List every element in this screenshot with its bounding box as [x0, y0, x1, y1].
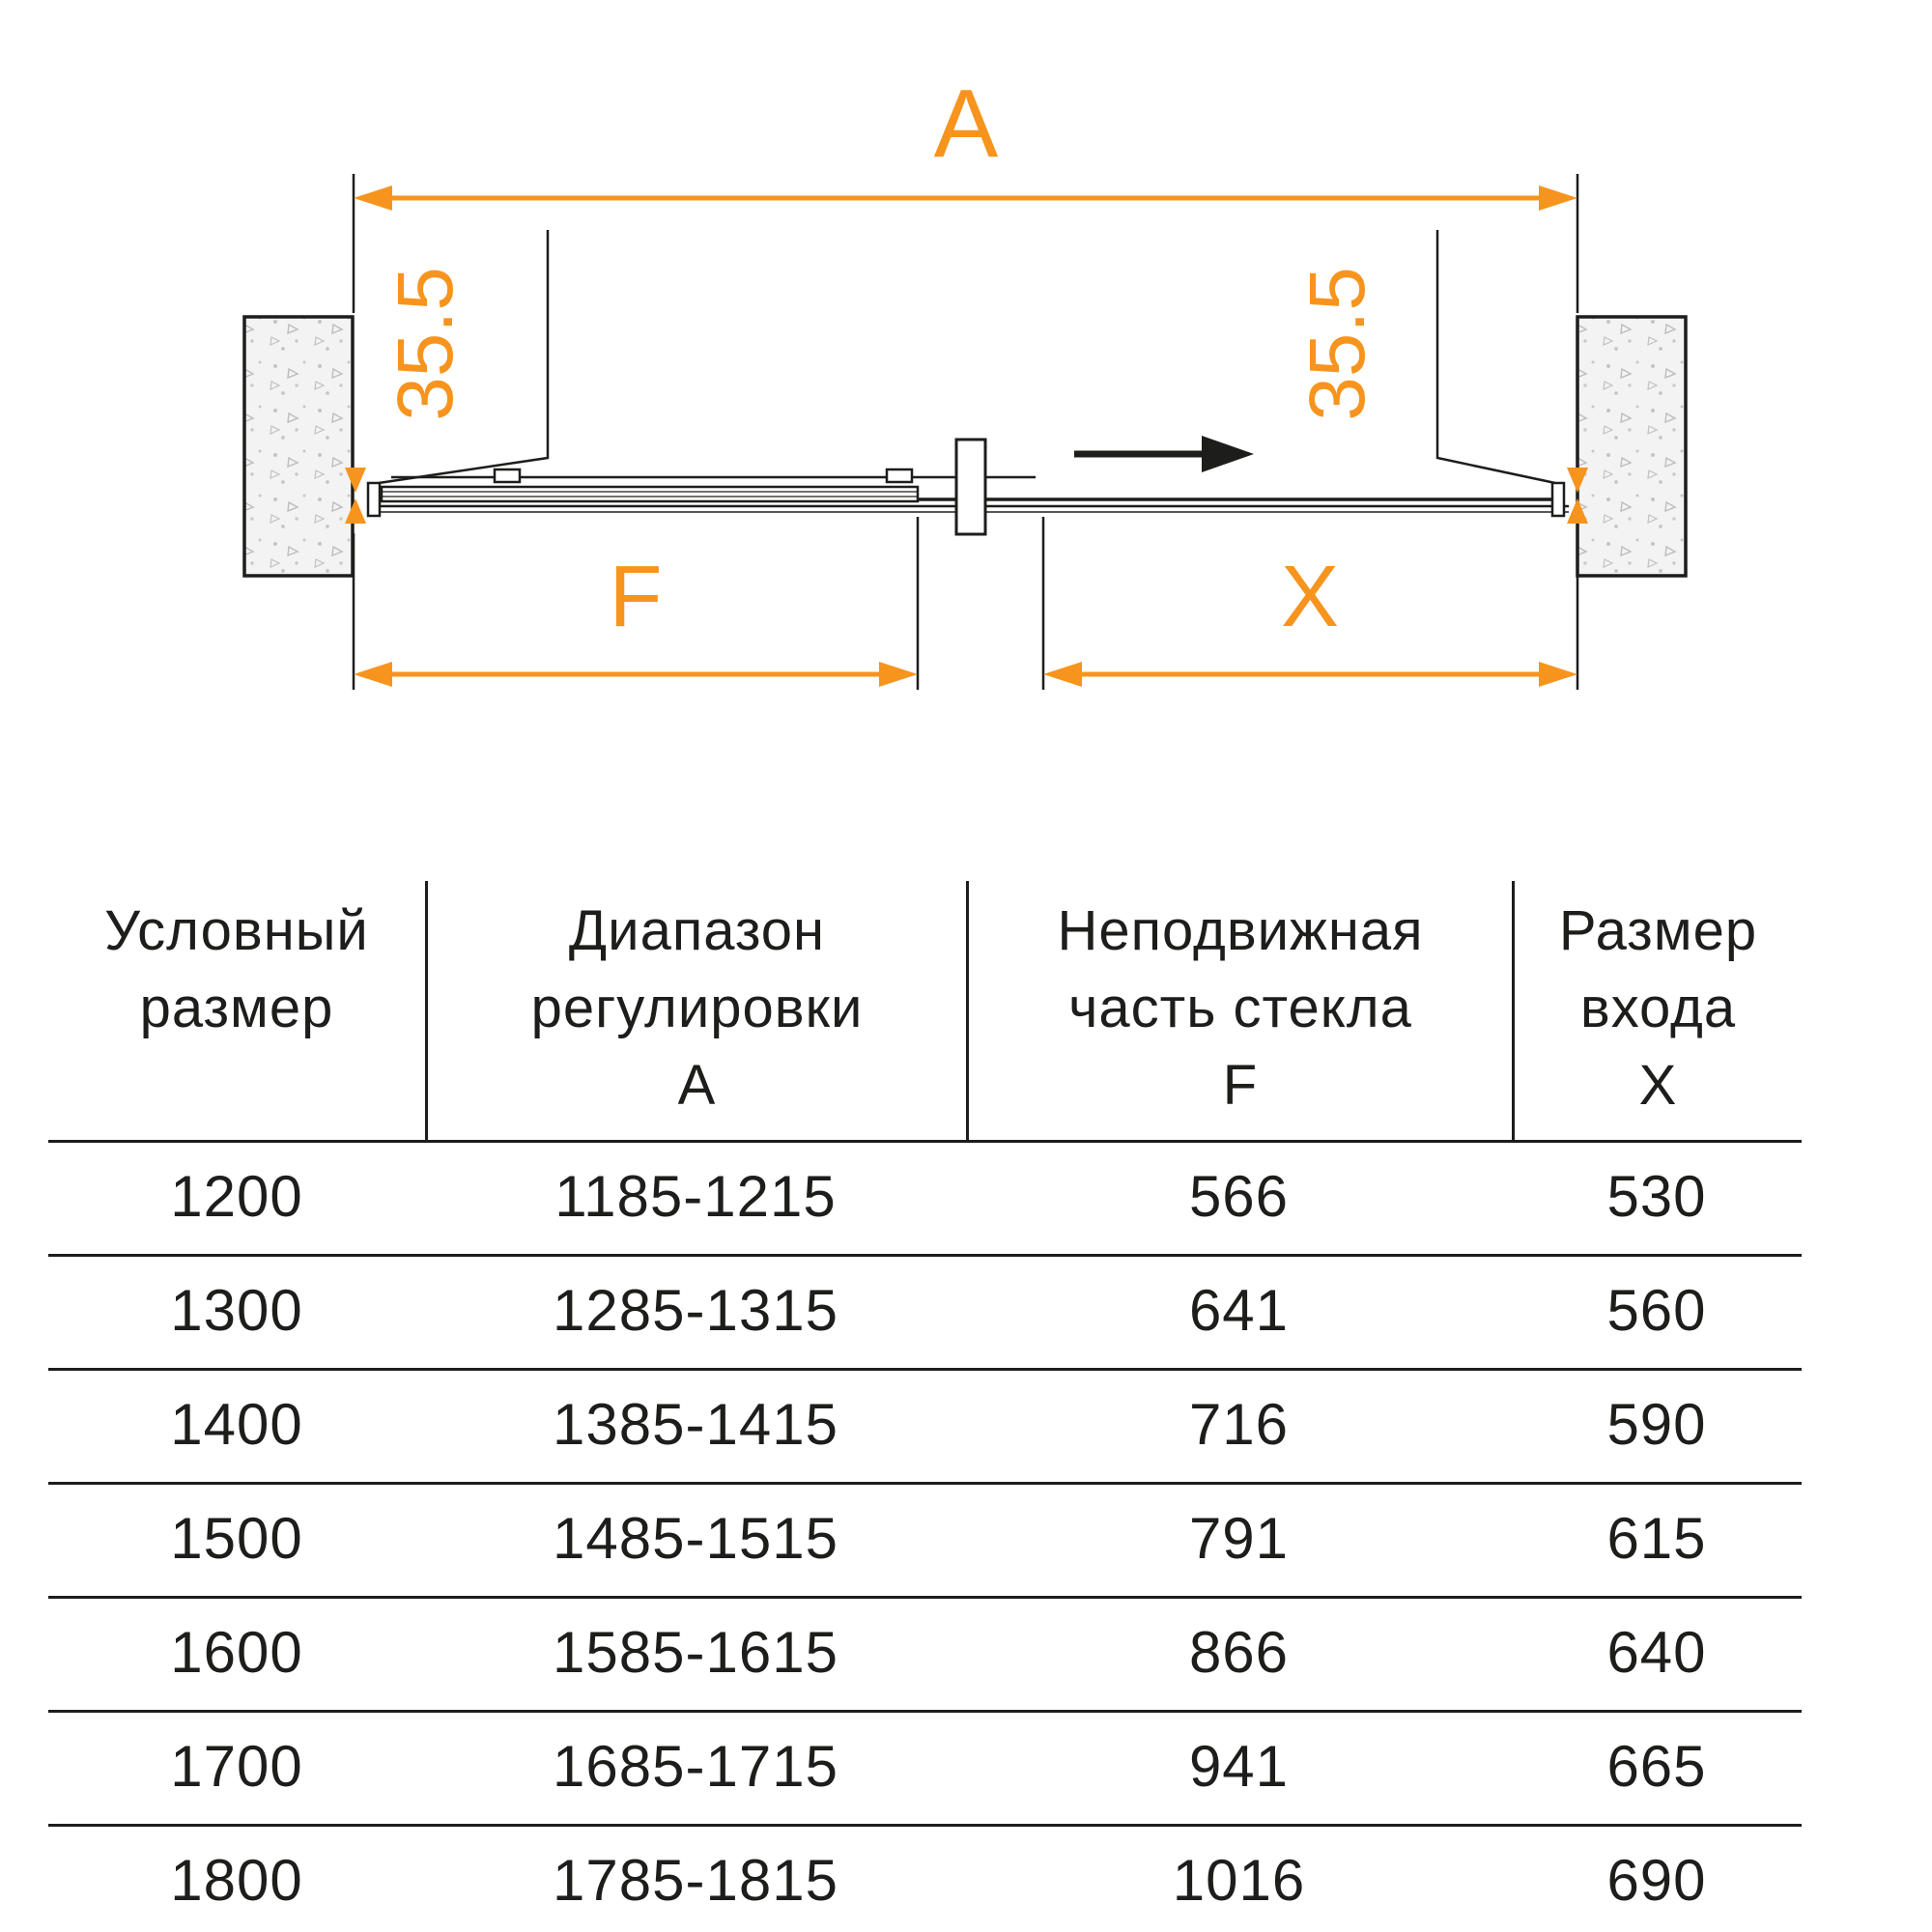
table-cell: 615 [1606, 1506, 1707, 1571]
column-header-fixed-glass: Неподвижная часть стекла F [966, 881, 1512, 1140]
table-row: 1800 1785-1815 1016 690 [48, 1824, 1802, 1932]
header-line: размер [139, 977, 334, 1039]
table-cell: 1485-1515 [553, 1506, 838, 1571]
table-cell: 1185-1215 [554, 1164, 837, 1229]
table-row: 1500 1485-1515 791 615 [48, 1482, 1802, 1596]
header-line: Размер [1558, 899, 1758, 962]
table-cell: 640 [1606, 1620, 1707, 1685]
header-letter: X [1638, 1054, 1678, 1117]
table-cell: 1016 [1172, 1848, 1306, 1913]
offset-right-label: 35.5 [1293, 267, 1381, 421]
arrowhead-left [354, 185, 392, 211]
table-cell: 1700 [170, 1734, 303, 1799]
column-header-nominal-size: Условный размер [48, 881, 425, 1140]
glass-clamp [885, 468, 914, 484]
table-cell: 1500 [170, 1506, 303, 1571]
offset-dimension-right: 35.5 [1293, 230, 1556, 485]
adjustment-marker-right [1567, 468, 1588, 493]
table-header-row: Условный размер Диапазон регулировки А Н… [48, 881, 1802, 1140]
table-cell: 1585-1615 [553, 1620, 838, 1685]
table-cell: 690 [1606, 1848, 1707, 1913]
table-cell: 665 [1606, 1734, 1707, 1799]
dimension-a-label: A [934, 70, 999, 178]
table-cell: 716 [1188, 1392, 1290, 1457]
header-line: входа [1579, 977, 1737, 1039]
header-letter: F [1222, 1054, 1259, 1117]
table-cell: 1785-1815 [553, 1848, 838, 1913]
table-cell: 1685-1715 [553, 1734, 838, 1799]
dimension-x: X [1041, 517, 1579, 690]
column-header-adjustment-range: Диапазон регулировки А [425, 881, 966, 1140]
dimension-x-label: X [1281, 549, 1339, 645]
arrow-head [1202, 436, 1254, 472]
wall-profile-right [1550, 481, 1566, 518]
table-cell: 791 [1188, 1506, 1290, 1571]
offset-dimension-left: 35.5 [378, 230, 550, 485]
table-row: 1700 1685-1715 941 665 [48, 1710, 1802, 1824]
leader-line [378, 230, 550, 485]
door-handle [954, 438, 987, 536]
adjustment-marker-left [345, 468, 366, 493]
arrowhead-left [354, 662, 392, 687]
arrowhead-left [1043, 662, 1082, 687]
table-cell: 1600 [170, 1620, 303, 1685]
header-line: часть стекла [1068, 977, 1412, 1039]
glass-clamp [493, 468, 522, 484]
table-cell: 530 [1606, 1164, 1707, 1229]
dimension-f-label: F [610, 549, 663, 645]
wall-profile-left [366, 481, 382, 518]
table-row: 1300 1285-1315 641 560 [48, 1254, 1802, 1368]
header-line: Условный [104, 899, 369, 962]
door-assembly [366, 438, 1569, 536]
leader-line [1435, 230, 1556, 485]
arrowhead-right [879, 662, 918, 687]
table-row: 1600 1585-1615 866 640 [48, 1596, 1802, 1710]
column-header-entry-size: Размер входа X [1512, 881, 1802, 1140]
header-line: Неподвижная [1057, 899, 1424, 962]
adjustment-marker-right [1567, 498, 1588, 524]
table-cell: 1300 [170, 1278, 303, 1343]
table-cell: 1400 [170, 1392, 303, 1457]
slide-direction-arrow [1074, 436, 1254, 472]
installation-diagram: A 35.5 35.5 [242, 70, 1688, 690]
adjustment-markers [345, 468, 1588, 524]
table-row: 1200 1185-1215 566 530 [48, 1140, 1802, 1254]
wall-left [242, 315, 355, 578]
dimension-a: A [352, 70, 1579, 313]
table-cell: 560 [1606, 1278, 1707, 1343]
table-cell: 566 [1188, 1164, 1290, 1229]
dimension-f: F [352, 517, 920, 690]
table-cell: 590 [1606, 1392, 1707, 1457]
walls [242, 315, 1688, 578]
header-line: Диапазон [568, 899, 826, 962]
table-row: 1400 1385-1415 716 590 [48, 1368, 1802, 1482]
table-cell: 1285-1315 [553, 1278, 838, 1343]
fixed-glass-panel [380, 485, 920, 503]
wall-right [1576, 315, 1688, 578]
table-cell: 1800 [170, 1848, 303, 1913]
table-cell: 866 [1188, 1620, 1290, 1685]
arrowhead-right [1539, 185, 1577, 211]
table-cell: 1385-1415 [553, 1392, 838, 1457]
size-table: Условный размер Диапазон регулировки А Н… [48, 881, 1802, 1932]
header-letter: А [677, 1054, 717, 1117]
arrowhead-right [1539, 662, 1577, 687]
adjustment-marker-left [345, 498, 366, 524]
table-cell: 1200 [170, 1164, 303, 1229]
table-cell: 941 [1188, 1734, 1290, 1799]
table-cell: 641 [1188, 1278, 1290, 1343]
offset-left-label: 35.5 [382, 267, 469, 421]
header-line: регулировки [530, 977, 864, 1039]
